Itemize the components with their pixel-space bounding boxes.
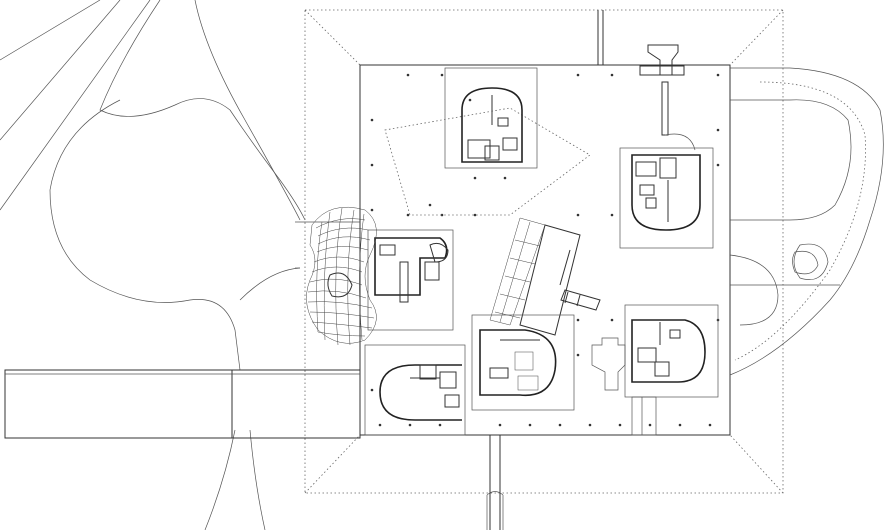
- service-pavilion: [591, 337, 626, 391]
- west-bar-building: [4, 221, 361, 439]
- driveway-east: [729, 67, 884, 376]
- central-slab: [489, 217, 601, 336]
- site-boundary: [304, 9, 784, 494]
- axis-road: [486, 10, 604, 530]
- house-north: [384, 67, 591, 216]
- house-southwest: [364, 344, 466, 436]
- column-grid: [370, 73, 720, 427]
- sculpture-mesh: [306, 206, 377, 346]
- house-west: [367, 229, 454, 331]
- site-paths: [0, 0, 306, 530]
- house-south-centre: [471, 314, 575, 411]
- house-southeast: [624, 304, 719, 436]
- house-northeast: [619, 44, 714, 249]
- main-plinth: [359, 64, 731, 436]
